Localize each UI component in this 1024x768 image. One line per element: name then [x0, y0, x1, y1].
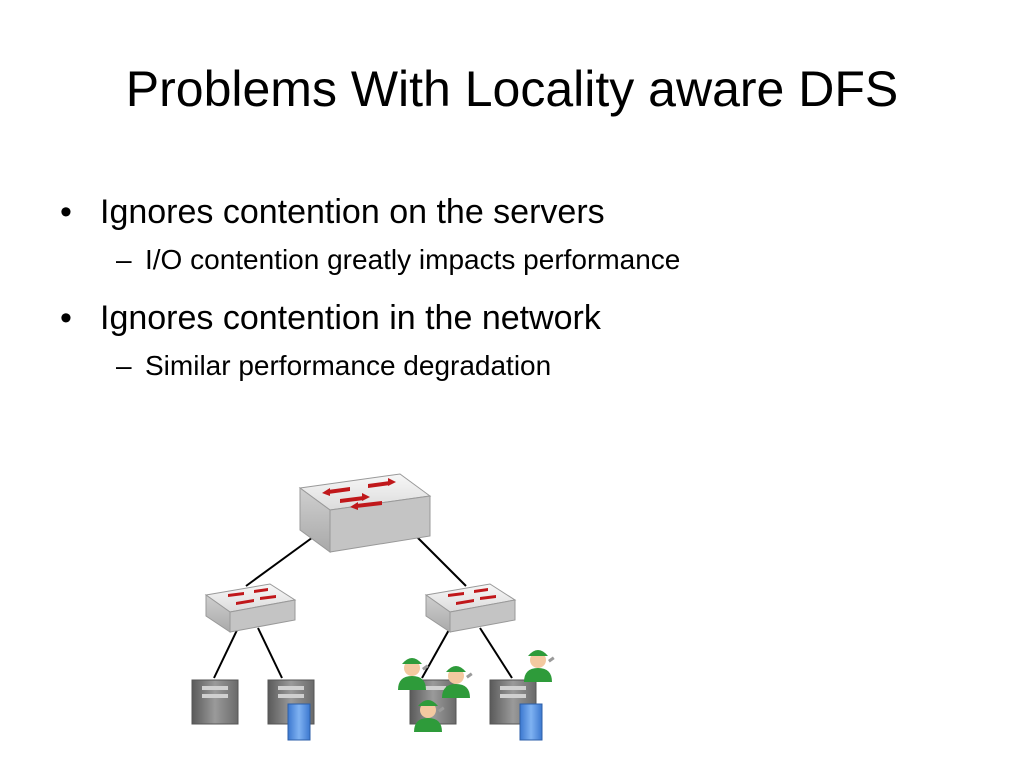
slide-title: Problems With Locality aware DFS: [125, 61, 899, 117]
dash-icon: –: [116, 350, 132, 381]
bullet-icon: •: [60, 193, 72, 231]
network-topology-diagram: [191, 473, 555, 741]
disk-icon: [519, 703, 543, 741]
disk-icon: [287, 703, 311, 741]
sub-bullet-text: Similar performance degradation: [145, 350, 552, 381]
bullet-text: Ignores contention on the servers: [100, 193, 605, 231]
core-switch-icon: [298, 473, 432, 553]
bullet-item: • Ignores contention on the servers: [60, 188, 1000, 236]
server-icon: [191, 679, 239, 725]
bullet-item: • Ignores contention in the network: [60, 294, 1000, 342]
network-links: [213, 531, 513, 679]
worker-icon: [524, 650, 555, 682]
sub-bullet-item: –Similar performance degradation: [60, 346, 1000, 386]
dash-icon: –: [116, 244, 132, 275]
aggregation-switch-right-icon: [424, 583, 517, 633]
bullet-text: Ignores contention in the network: [100, 299, 601, 337]
bullet-icon: •: [60, 299, 72, 337]
sub-bullet-item: –I/O contention greatly impacts performa…: [60, 240, 1000, 280]
aggregation-switch-left-icon: [204, 583, 297, 633]
sub-bullet-text: I/O contention greatly impacts performan…: [145, 244, 681, 275]
bullet-list: •Ignores contention on the servers –I/O …: [60, 188, 1000, 400]
